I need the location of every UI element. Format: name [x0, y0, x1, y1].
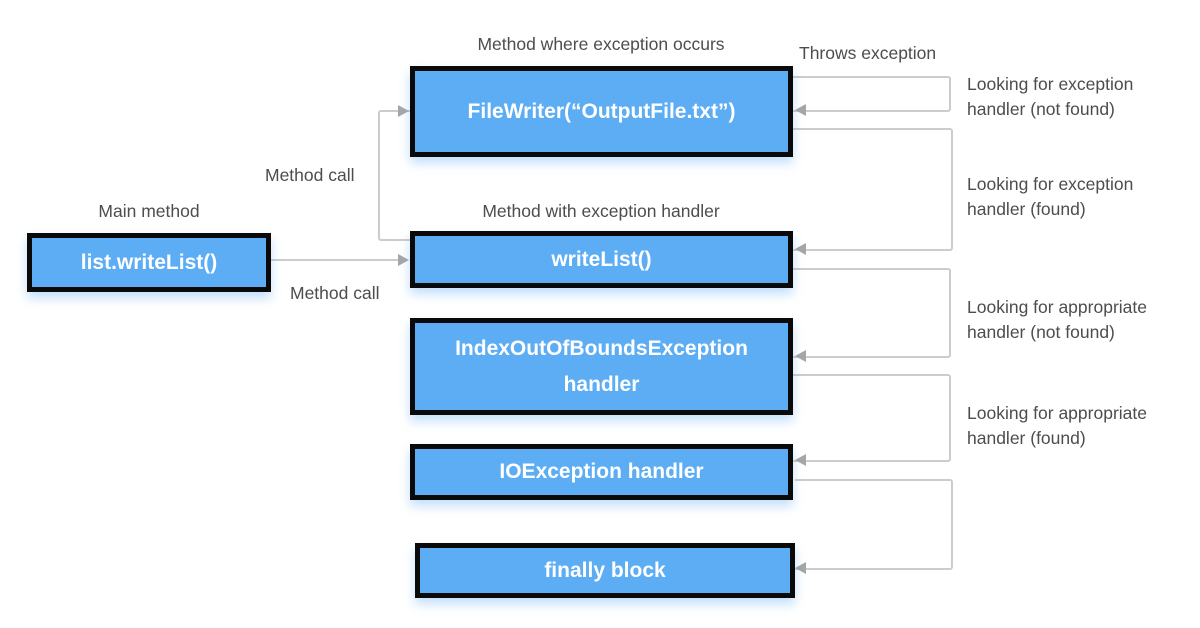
box-ioexception-handler-label: IOException handler: [499, 460, 704, 484]
arrowhead-into-ioob: [795, 350, 806, 362]
connector-ioexception-to-finally: [795, 479, 953, 570]
label-looking-exception-not-found: Looking for exception handler (not found…: [967, 74, 1134, 119]
box-main-method: list.writeList(): [27, 233, 271, 292]
label-looking-appropriate-not-found: Looking for appropriate handler (not fou…: [967, 297, 1147, 342]
connector-main-to-writelist: [269, 259, 401, 261]
box-ioexception-handler: IOException handler: [410, 444, 793, 500]
box-writelist-label: writeList(): [551, 247, 652, 271]
label-looking-exception-found: Looking for exception handler (found): [967, 174, 1134, 219]
arrowhead-into-writelist-search: [795, 243, 806, 255]
connector-writelist-to-filewriter: [378, 110, 410, 241]
label-method-where-exception-occurs: Method where exception occurs: [477, 34, 725, 54]
label-throws-exception: Throws exception: [799, 43, 937, 63]
label-method-with-exception-handler: Method with exception handler: [482, 201, 720, 221]
label-main-method: Main method: [98, 201, 200, 221]
connector-throws-exception-loop: [793, 76, 951, 112]
box-finally-block: finally block: [415, 543, 795, 598]
arrowhead-into-filewriter: [398, 105, 409, 117]
box-ioob-handler: IndexOutOfBoundsException handler: [410, 318, 793, 415]
arrowhead-into-writelist: [398, 254, 409, 266]
box-filewriter-label: FileWriter(“OutputFile.txt”): [467, 99, 736, 123]
label-method-call-lower: Method call: [290, 283, 380, 303]
connector-writelist-to-ioob: [793, 268, 951, 358]
arrowhead-back-into-filewriter: [795, 104, 806, 116]
box-finally-block-label: finally block: [544, 558, 666, 582]
connector-ioob-to-ioexception: [793, 374, 951, 462]
box-ioob-handler-label: IndexOutOfBoundsException handler: [455, 336, 748, 396]
arrowhead-into-finally: [795, 562, 806, 574]
box-filewriter: FileWriter(“OutputFile.txt”): [410, 66, 793, 157]
label-looking-appropriate-found: Looking for appropriate handler (found): [967, 403, 1147, 448]
arrowhead-into-ioexception: [795, 454, 806, 466]
label-method-call-upper: Method call: [265, 165, 355, 185]
box-writelist: writeList(): [410, 231, 793, 288]
box-main-method-label: list.writeList(): [80, 250, 218, 274]
connector-filewriter-to-writelist-search: [793, 128, 953, 251]
